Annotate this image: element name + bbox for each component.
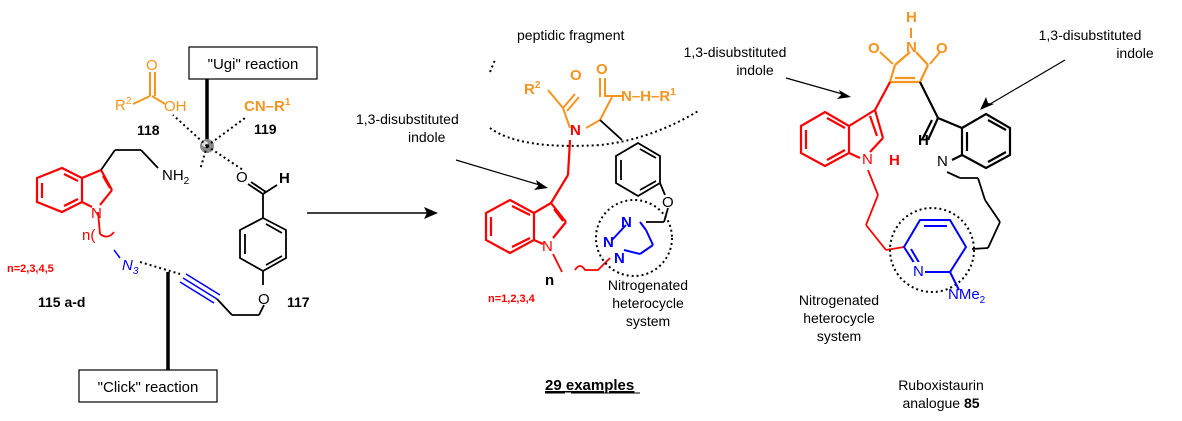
maleimide-h: H	[906, 9, 917, 26]
reaction-arrow	[307, 207, 438, 219]
triazole-n1: N	[621, 214, 632, 231]
aldehyde-hydrogen: H	[279, 170, 290, 187]
maleimide	[888, 51, 929, 84]
ugi-reaction-label: "Ugi" reaction	[208, 56, 299, 73]
acid-oxygen: O	[146, 57, 158, 74]
middle-n-label: n	[545, 272, 554, 289]
aldehyde-compound-number: 117	[287, 294, 310, 310]
right-right-indole	[919, 81, 1012, 170]
nme2: NMe2	[948, 286, 986, 306]
aldehyde-oxygen: O	[236, 169, 248, 186]
carboxylic-acid-118	[132, 72, 166, 105]
click-reaction-box	[78, 369, 218, 403]
middle-indole-nitrogen: N	[542, 238, 553, 255]
right-h-right: H	[918, 132, 929, 149]
middle-r2: R2	[524, 80, 541, 98]
right-left-indole	[799, 81, 891, 168]
isonitrile-compound-number: 119	[254, 121, 277, 137]
middle-o1: O	[570, 67, 582, 84]
indole-nitrogen: N	[91, 205, 102, 222]
ugi-reaction-box	[188, 46, 318, 80]
azide-n3: N3	[122, 257, 139, 277]
peptidic-dashed-arc	[489, 109, 701, 147]
indole-115	[35, 166, 113, 214]
maleimide-n: N	[906, 39, 917, 56]
middle-heterocycle-circle	[595, 199, 673, 277]
middle-amide-nitrogen: N	[570, 122, 581, 139]
middle-peptide	[547, 78, 622, 129]
n-values-middle: n=1,2,3,4	[488, 293, 536, 305]
right-indole-n-left: N	[862, 151, 873, 168]
left-scheme: "Ugi" reaction R2 O OH 118 CN–R1 119	[7, 46, 318, 403]
amine-nh2: NH2	[162, 167, 190, 187]
acid-oh: OH	[164, 98, 187, 115]
examples-label: 29 examples	[545, 377, 634, 394]
alkyne	[179, 273, 221, 304]
ether-oxygen-117: O	[258, 291, 270, 308]
benzaldehyde-117	[239, 181, 287, 285]
middle-triazole	[611, 221, 654, 255]
indole-compound-number: 115 a-d	[38, 294, 85, 310]
triazole-n2: N	[603, 234, 614, 251]
chain-n-label: n(	[82, 227, 95, 244]
middle-ether-oxygen: O	[662, 194, 674, 211]
isonitrile: CN–R1	[244, 97, 291, 115]
n-values-left: n=2,3,4,5	[7, 263, 54, 275]
middle-indole	[484, 139, 572, 255]
pyridine-n: N	[913, 263, 924, 280]
click-reaction-label: "Click" reaction	[98, 379, 199, 396]
peptidic-fragment-label: peptidic fragment	[517, 27, 625, 43]
middle-nh-r1: N–H–R1	[621, 87, 676, 105]
right-heterocycle-circle	[889, 207, 975, 293]
maleimide-o1: O	[868, 40, 880, 57]
triazole-n3: N	[614, 250, 625, 267]
acid-compound-number: 118	[137, 122, 160, 138]
middle-o2: O	[596, 61, 608, 78]
right-h-left: H	[889, 152, 900, 169]
right-indole-n-right: N	[937, 153, 948, 170]
acid-r2: R2	[115, 96, 132, 114]
